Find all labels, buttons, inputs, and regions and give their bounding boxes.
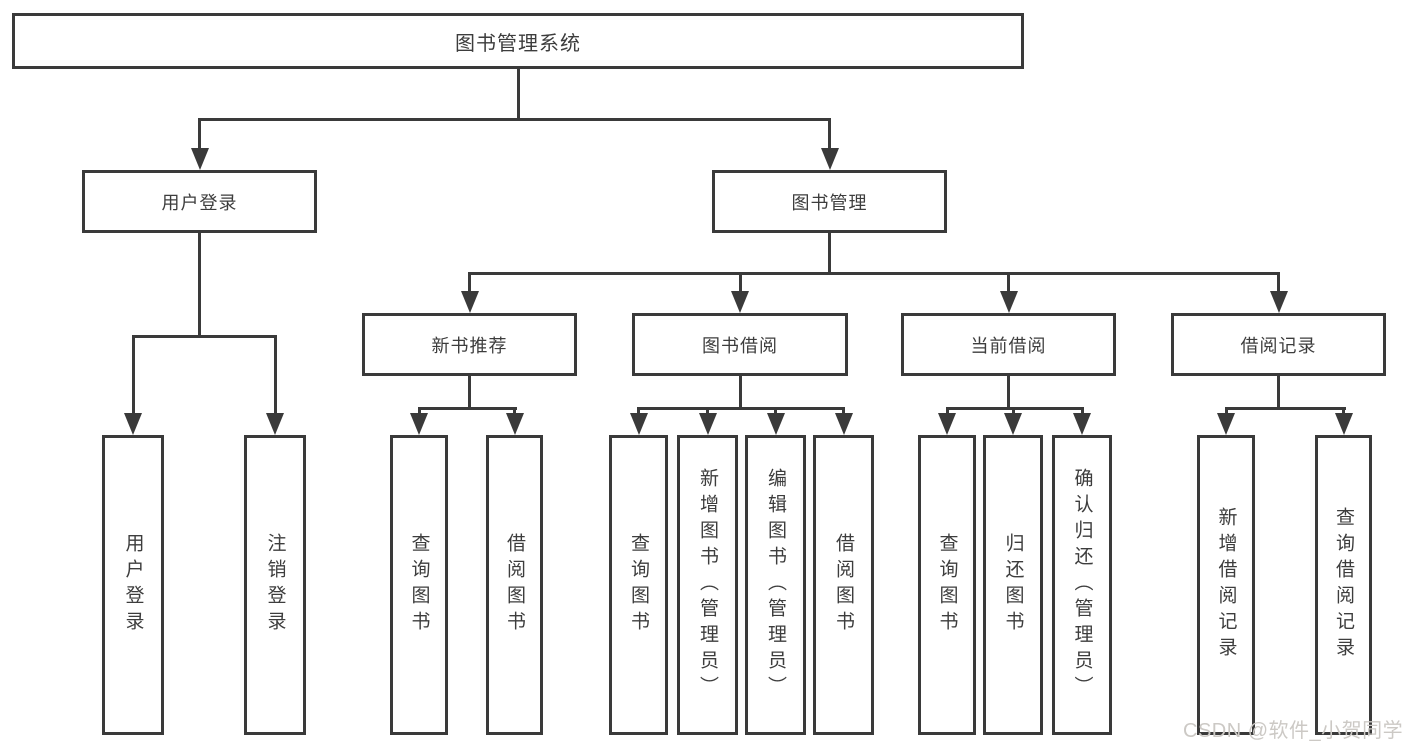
leaf-borrow-add-books-admin: 新增图书（管理员） xyxy=(677,435,738,735)
connector-drop xyxy=(1007,272,1010,293)
node-user-login: 用户登录 xyxy=(82,170,317,233)
arrowhead-down xyxy=(766,413,785,435)
connector-stem xyxy=(1277,376,1280,407)
connector-stem xyxy=(198,233,201,335)
connector-stem xyxy=(516,69,520,118)
connector-drop xyxy=(637,407,640,415)
arrowhead-down xyxy=(410,413,428,435)
leaf-borrow-borrow-books: 借阅图书 xyxy=(813,435,874,735)
arrowhead-down xyxy=(460,291,479,313)
arrowhead-down xyxy=(124,413,142,435)
connector-drop xyxy=(417,407,421,415)
connector-stem xyxy=(1007,376,1010,407)
connector-stem xyxy=(468,376,471,407)
arrowhead-down xyxy=(505,413,524,435)
leaf-current-return-books: 归还图书 xyxy=(983,435,1043,735)
leaf-logout: 注销登录 xyxy=(244,435,306,735)
connector-drop xyxy=(131,335,135,415)
leaf-borrow-edit-books-admin: 编辑图书（管理员） xyxy=(745,435,806,735)
connector-drop xyxy=(1342,407,1345,415)
arrowhead-down xyxy=(1004,413,1022,435)
arrowhead-down xyxy=(698,413,717,435)
csdn-watermark: CSDN @软件_小贺同学 xyxy=(1183,720,1404,742)
node-borrow-records: 借阅记录 xyxy=(1171,313,1386,376)
connector-drop xyxy=(468,272,471,293)
connector-stem xyxy=(828,233,831,272)
arrowhead-down xyxy=(190,148,209,170)
arrowhead-down xyxy=(999,291,1018,313)
connector-drop xyxy=(198,118,201,150)
leaf-records-query-record: 查询借阅记录 xyxy=(1315,435,1372,735)
leaf-current-query-books: 查询图书 xyxy=(918,435,976,735)
connector-branch xyxy=(131,335,277,338)
connector-drop xyxy=(1011,407,1015,415)
connector-branch xyxy=(945,407,1084,410)
connector-branch xyxy=(417,407,517,410)
arrowhead-down xyxy=(266,413,284,435)
connector-drop xyxy=(738,272,742,293)
arrowhead-down xyxy=(1269,291,1288,313)
connector-branch xyxy=(637,407,845,410)
node-library-management-system: 图书管理系统 xyxy=(12,13,1024,69)
arrowhead-down xyxy=(834,413,853,435)
connector-drop xyxy=(1080,407,1084,415)
connector-drop xyxy=(828,118,831,150)
node-new-book-recommend: 新书推荐 xyxy=(362,313,577,376)
connector-drop xyxy=(945,407,949,415)
node-book-management: 图书管理 xyxy=(712,170,947,233)
connector-drop xyxy=(842,407,845,415)
connector-branch xyxy=(468,272,1280,275)
arrowhead-down xyxy=(1217,413,1235,435)
arrowhead-down xyxy=(731,291,749,313)
node-current-borrowing: 当前借阅 xyxy=(901,313,1116,376)
connector-branch xyxy=(198,118,831,121)
arrowhead-down xyxy=(629,413,648,435)
arrowhead-down xyxy=(938,413,956,435)
connector-drop xyxy=(273,335,277,415)
leaf-newbook-borrow-books: 借阅图书 xyxy=(486,435,543,735)
connector-drop xyxy=(706,407,709,415)
leaf-records-add-record: 新增借阅记录 xyxy=(1197,435,1255,735)
connector-drop xyxy=(1224,407,1228,415)
leaf-borrow-query-books: 查询图书 xyxy=(609,435,668,735)
leaf-user-login: 用户登录 xyxy=(102,435,164,735)
connector-stem xyxy=(738,376,742,407)
node-book-borrowing: 图书借阅 xyxy=(632,313,848,376)
arrowhead-down xyxy=(820,148,839,170)
leaf-current-confirm-return-admin: 确认归还（管理员） xyxy=(1052,435,1112,735)
connector-drop xyxy=(774,407,777,415)
connector-branch xyxy=(1224,407,1346,410)
arrowhead-down xyxy=(1073,413,1091,435)
connector-drop xyxy=(513,407,516,415)
leaf-newbook-query-books: 查询图书 xyxy=(390,435,448,735)
arrowhead-down xyxy=(1334,413,1353,435)
connector-drop xyxy=(1277,272,1280,293)
